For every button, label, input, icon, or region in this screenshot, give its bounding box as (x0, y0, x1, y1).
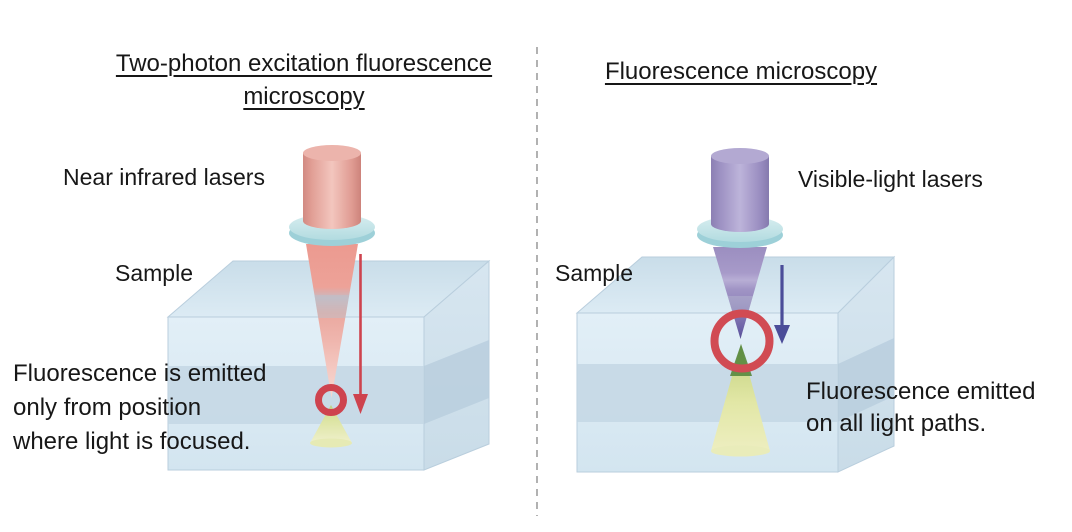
near-infrared-beam-cone (306, 244, 358, 398)
scan-arrow-icon (774, 265, 790, 344)
laser-cylinder-icon (711, 148, 769, 232)
right-panel-title: Fluorescence microscopy (561, 55, 921, 88)
right-caption-line2: on all light paths. (806, 410, 987, 437)
right-caption: Fluorescence emitted on all light paths. (806, 376, 1035, 440)
sample-label-left: Sample (115, 260, 193, 286)
right-caption-line1: Fluorescence emitted (806, 378, 1036, 405)
left-panel-title-line2: microscopy (243, 83, 365, 110)
near-infrared-lasers-label: Near infrared lasers (63, 164, 265, 190)
laser-cylinder-icon (303, 145, 361, 229)
left-panel-title: Two-photon excitation fluorescence micro… (84, 47, 524, 113)
left-caption-line1: Fluorescence is emitted (13, 360, 267, 387)
fluorescence-sample-box (575, 255, 896, 473)
left-caption: Fluorescence is emitted only from positi… (13, 357, 266, 459)
focus-ring-icon (315, 384, 347, 416)
focus-ring-icon (710, 309, 774, 373)
left-caption-line3: where light is focused. (13, 428, 251, 455)
visible-light-lasers-label: Visible-light lasers (798, 166, 983, 192)
left-caption-line2: only from position (13, 394, 202, 421)
scan-arrow-icon (353, 254, 368, 414)
emission-cone-small (310, 405, 352, 448)
left-panel-title-line1: Two-photon excitation fluorescence (115, 50, 493, 77)
sample-label-right: Sample (555, 260, 633, 286)
right-panel-title-text: Fluorescence microscopy (604, 58, 878, 85)
